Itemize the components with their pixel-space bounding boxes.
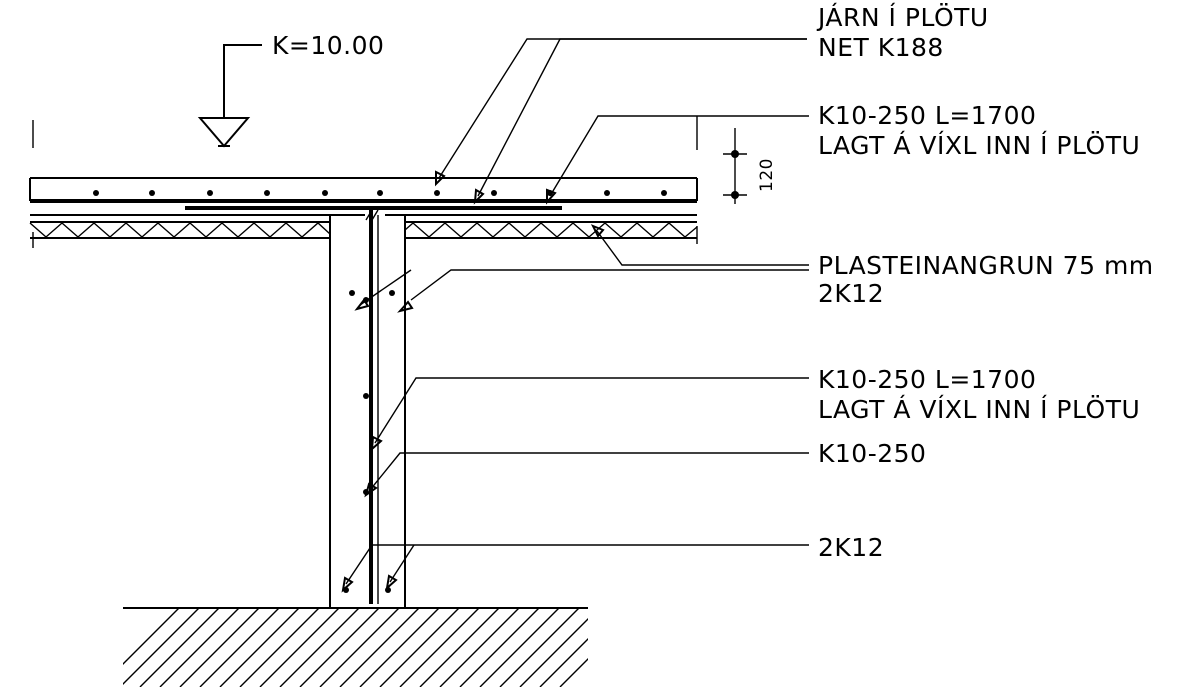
slab-bar-callout: K10-250 L=1700 LAGT Á VÍXL INN Í PLÖTU (546, 101, 1140, 205)
bottom-bars-label: 2K12 (818, 533, 884, 562)
slab (29, 116, 698, 248)
ground-hatch (123, 607, 588, 687)
insulation-callout: PLASTEINANGRUN 75 mm (590, 224, 1154, 280)
wall (329, 208, 406, 608)
slab-bar-label-2: LAGT Á VÍXL INN Í PLÖTU (818, 131, 1140, 160)
slab-thickness-label: 120 (757, 158, 777, 192)
top-bars-callout: 2K12 (354, 269, 884, 313)
insulation-label: PLASTEINANGRUN 75 mm (818, 251, 1154, 280)
wall-bar-callout: K10-250 L=1700 LAGT Á VÍXL INN Í PLÖTU (370, 365, 1140, 452)
wall-stirrups-label: K10-250 (818, 439, 926, 468)
wall-rebar-dots (343, 290, 395, 593)
slab-mesh-callout: JÁRN Í PLÖTU NET K188 (435, 3, 989, 205)
wall-bar-label-1: K10-250 L=1700 (818, 365, 1036, 394)
insulation-layer (29, 214, 698, 239)
wall-stirrups-callout: K10-250 (364, 439, 926, 498)
elevation-marker: K=10.00 (197, 31, 384, 148)
top-bars-label: 2K12 (818, 279, 884, 308)
slab-mesh-label-1: JÁRN Í PLÖTU (816, 3, 989, 32)
slab-bar-label-1: K10-250 L=1700 (818, 101, 1036, 130)
slab-thickness-dimension: 120 (723, 128, 777, 204)
elevation-label: K=10.00 (272, 31, 384, 60)
slab-mesh-label-2: NET K188 (818, 33, 944, 62)
bottom-bars-callout: 2K12 (341, 533, 884, 593)
slab-rebar-dots (93, 190, 667, 196)
wall-bar-label-2: LAGT Á VÍXL INN Í PLÖTU (818, 395, 1140, 424)
